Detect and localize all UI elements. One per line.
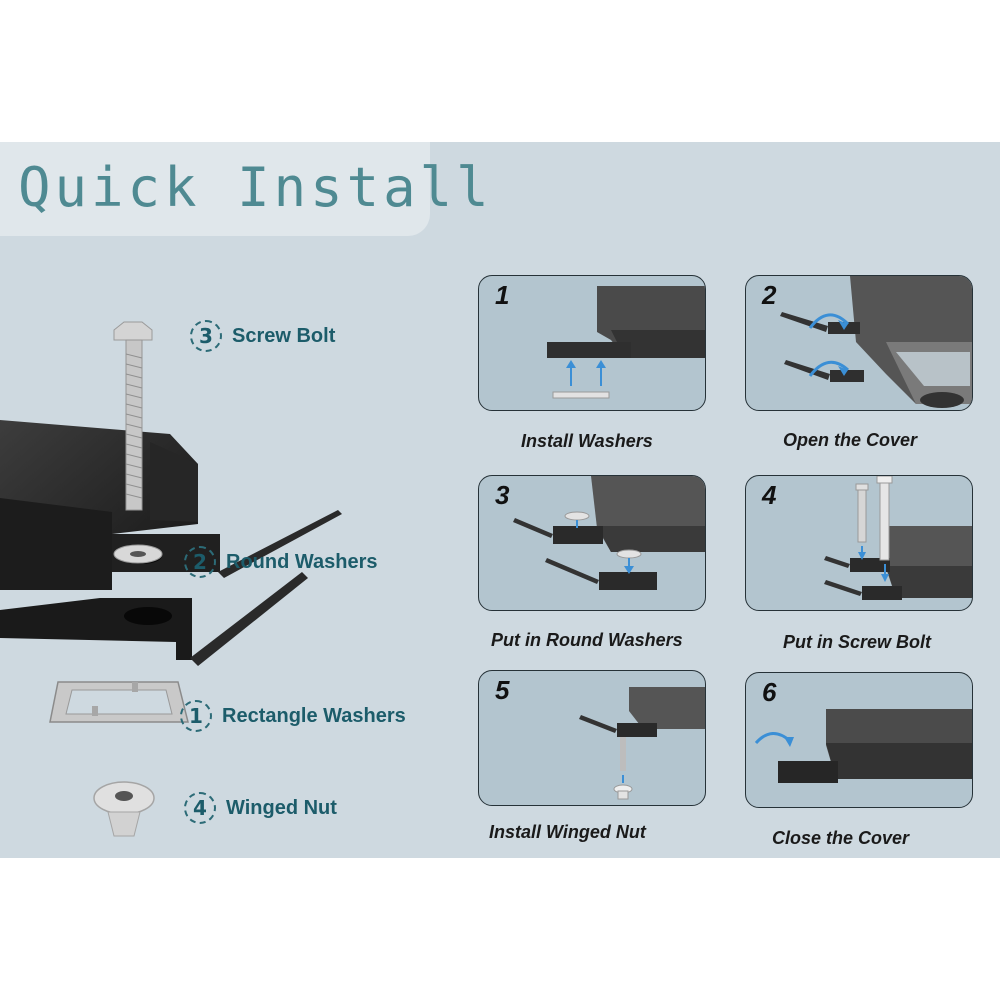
step-number: 2 bbox=[762, 280, 777, 310]
install-panel: Quick Install bbox=[0, 142, 1000, 858]
part-number-badge: 2 bbox=[184, 546, 216, 578]
exploded-parts-illustration bbox=[0, 321, 342, 837]
page-title: Quick Install bbox=[18, 156, 493, 219]
step-number: 3 bbox=[495, 480, 510, 510]
step-6-illustration bbox=[754, 709, 972, 783]
lower-bracket-hole bbox=[124, 607, 172, 625]
part-rectangle-washers: 1 Rectangle Washers bbox=[180, 700, 406, 732]
part-label: Round Washers bbox=[226, 550, 378, 573]
rectangle-washer-tab bbox=[132, 682, 138, 692]
lower-clip-lever bbox=[190, 572, 308, 666]
step-3-illustration bbox=[513, 476, 705, 590]
step-number: 4 bbox=[762, 480, 777, 510]
step-number: 6 bbox=[762, 677, 777, 707]
rectangle-washer-opening bbox=[65, 689, 173, 715]
round-washer-hole bbox=[130, 551, 146, 557]
part-round-washers: 2 Round Washers bbox=[184, 546, 378, 578]
step-5-box: 5 bbox=[478, 670, 706, 806]
step-2-caption: Open the Cover bbox=[783, 430, 918, 450]
part-label: Screw Bolt bbox=[232, 324, 336, 347]
step-3-box: 3 bbox=[478, 475, 706, 611]
part-number-badge: 1 bbox=[180, 700, 212, 732]
step-2-box: 2 bbox=[745, 275, 973, 411]
part-number-badge: 4 bbox=[184, 792, 216, 824]
step-1-caption: Install Washers bbox=[521, 431, 653, 451]
winged-nut-hole bbox=[115, 791, 133, 801]
title-bar: Quick Install bbox=[0, 142, 489, 236]
part-number-badge: 3 bbox=[190, 320, 222, 352]
step-6-box: 6 bbox=[745, 672, 973, 808]
step-4-illustration bbox=[824, 476, 972, 600]
step-4-caption: Put in Screw Bolt bbox=[783, 632, 932, 652]
step-number: 5 bbox=[495, 675, 510, 705]
step-5-illustration bbox=[579, 687, 705, 800]
screw-bolt-head bbox=[113, 321, 153, 341]
upper-clip-lever bbox=[218, 510, 342, 578]
step-3-caption: Put in Round Washers bbox=[491, 630, 683, 650]
step-6-caption: Close the Cover bbox=[772, 828, 910, 848]
part-winged-nut: 4 Winged Nut bbox=[184, 792, 337, 824]
part-label: Rectangle Washers bbox=[222, 704, 406, 727]
part-label: Winged Nut bbox=[226, 796, 337, 819]
step-1-box: 1 bbox=[478, 275, 706, 411]
seat-hinge-side bbox=[150, 442, 198, 522]
step-1-illustration bbox=[547, 286, 705, 399]
step-number: 1 bbox=[495, 280, 510, 310]
winged-nut-stem bbox=[107, 811, 141, 837]
step-5-caption: Install Winged Nut bbox=[489, 822, 646, 842]
step-2-illustration bbox=[780, 276, 972, 408]
seat-hinge-front bbox=[0, 498, 112, 590]
screw-bolt-thread bbox=[125, 353, 143, 499]
lower-bracket bbox=[0, 598, 192, 660]
rectangle-washer-tab bbox=[92, 706, 98, 716]
part-screw-bolt: 3 Screw Bolt bbox=[190, 320, 335, 352]
step-4-box: 4 bbox=[745, 475, 973, 611]
